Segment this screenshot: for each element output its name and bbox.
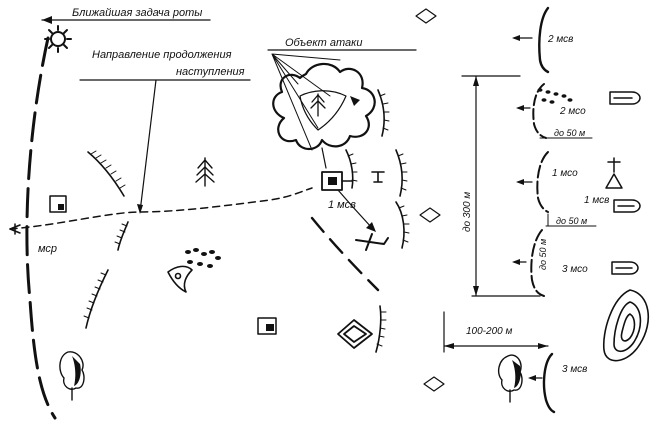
- sector-boundary: [310, 216, 380, 292]
- position-dots: [537, 88, 573, 104]
- attack-object-label: Объект атаки: [285, 37, 362, 49]
- bmp-icon: [371, 171, 385, 183]
- trench-line: [375, 305, 382, 353]
- platoon-2-bracket: [538, 6, 550, 74]
- arrow-icon: [337, 189, 373, 229]
- wood-outline: [272, 62, 376, 151]
- bush-icon: [497, 354, 523, 403]
- arrow-icon: [516, 179, 524, 185]
- depth-dimension: [461, 75, 541, 297]
- arrow-icon: [512, 259, 520, 265]
- bmp-icon: [613, 199, 641, 213]
- gap-50-mid-label: до 50 м: [556, 216, 587, 226]
- platoon-2-label: 2 мсв: [547, 34, 573, 45]
- artillery-icon: [605, 157, 623, 189]
- trench-ticks: [114, 223, 128, 245]
- artillery-icon: [167, 265, 193, 293]
- landmark-diamond: [419, 207, 441, 223]
- landmark-diamond: [415, 8, 437, 24]
- trench-line: [395, 149, 403, 197]
- arrow-icon: [137, 204, 143, 214]
- platoon-1-center-label: 1 мсв: [328, 199, 356, 211]
- trench-line: [117, 221, 129, 251]
- gap-50-top-label: до 50 м: [554, 128, 585, 138]
- attack-object-rays: [271, 53, 341, 151]
- tree-icon: [195, 157, 215, 187]
- continue-direction-label-2: наступления: [176, 66, 245, 78]
- bmp-icon: [257, 317, 277, 335]
- rhombus-icon: [337, 319, 373, 349]
- continue-direction-leader: [79, 79, 251, 213]
- tree-icon: [310, 93, 326, 117]
- platoon-1-squad-label: 1 мсо: [552, 168, 578, 179]
- platoon-2-squad-label: 2 мсо: [559, 106, 586, 117]
- sun-icon: [44, 25, 72, 53]
- msr-label: мср: [38, 243, 57, 255]
- advance-route: [9, 187, 313, 230]
- interval-dimension: [443, 311, 549, 353]
- squad-1-bracket: [536, 151, 549, 213]
- gap-dimension: [545, 213, 597, 227]
- company-boundary-line: [25, 36, 57, 420]
- trench-ticks: [376, 311, 387, 347]
- squad-3-bracket: [530, 229, 545, 297]
- interval-label: 100-200 м: [466, 326, 512, 337]
- gap-50-vertical-label: до 50 м: [538, 239, 548, 270]
- platoon-3-label: 3 мсв: [562, 364, 587, 375]
- arrow-icon: [516, 105, 524, 111]
- arrow-icon: [350, 96, 360, 106]
- trench-ticks: [397, 153, 408, 191]
- bmp-icon: [611, 261, 639, 275]
- squad-2-bracket: [532, 83, 547, 139]
- immediate-task-label: Ближайшая задача роты: [72, 7, 202, 19]
- bush-icon: [59, 351, 85, 401]
- arrow-icon: [42, 16, 52, 24]
- arrow-icon: [9, 223, 21, 235]
- landmark-diamond: [423, 376, 445, 392]
- arrow-icon: [366, 222, 376, 232]
- trench-ticks: [90, 150, 126, 189]
- trench-line: [87, 151, 125, 197]
- wood-inner: [299, 90, 347, 131]
- position-dots: [185, 248, 221, 268]
- continue-direction-label: Направление продолжения: [92, 49, 232, 61]
- hill-contour-icon: [602, 289, 649, 362]
- trench-ticks: [379, 93, 390, 131]
- trench-ticks: [83, 272, 107, 319]
- trench-ticks: [347, 153, 358, 182]
- platoon-3-bracket: [542, 352, 556, 414]
- tank-icon: [49, 195, 67, 213]
- depth-300-label: до 300 м: [462, 192, 473, 232]
- platoon-3-squad-label: 3 мсо: [562, 264, 588, 275]
- tank-icon: [321, 171, 353, 191]
- arrow-icon: [528, 375, 536, 381]
- arrow-icon: [512, 35, 520, 41]
- trench-line: [395, 201, 405, 249]
- bmp-icon: [609, 91, 641, 105]
- arrow-icon: [321, 147, 327, 169]
- trench-ticks: [398, 205, 410, 243]
- trench-line: [377, 89, 385, 137]
- platoon-1-right-label: 1 мсв: [584, 195, 609, 206]
- trench-line: [85, 269, 109, 329]
- artillery-icon: [355, 233, 389, 251]
- trench-line: [345, 149, 354, 189]
